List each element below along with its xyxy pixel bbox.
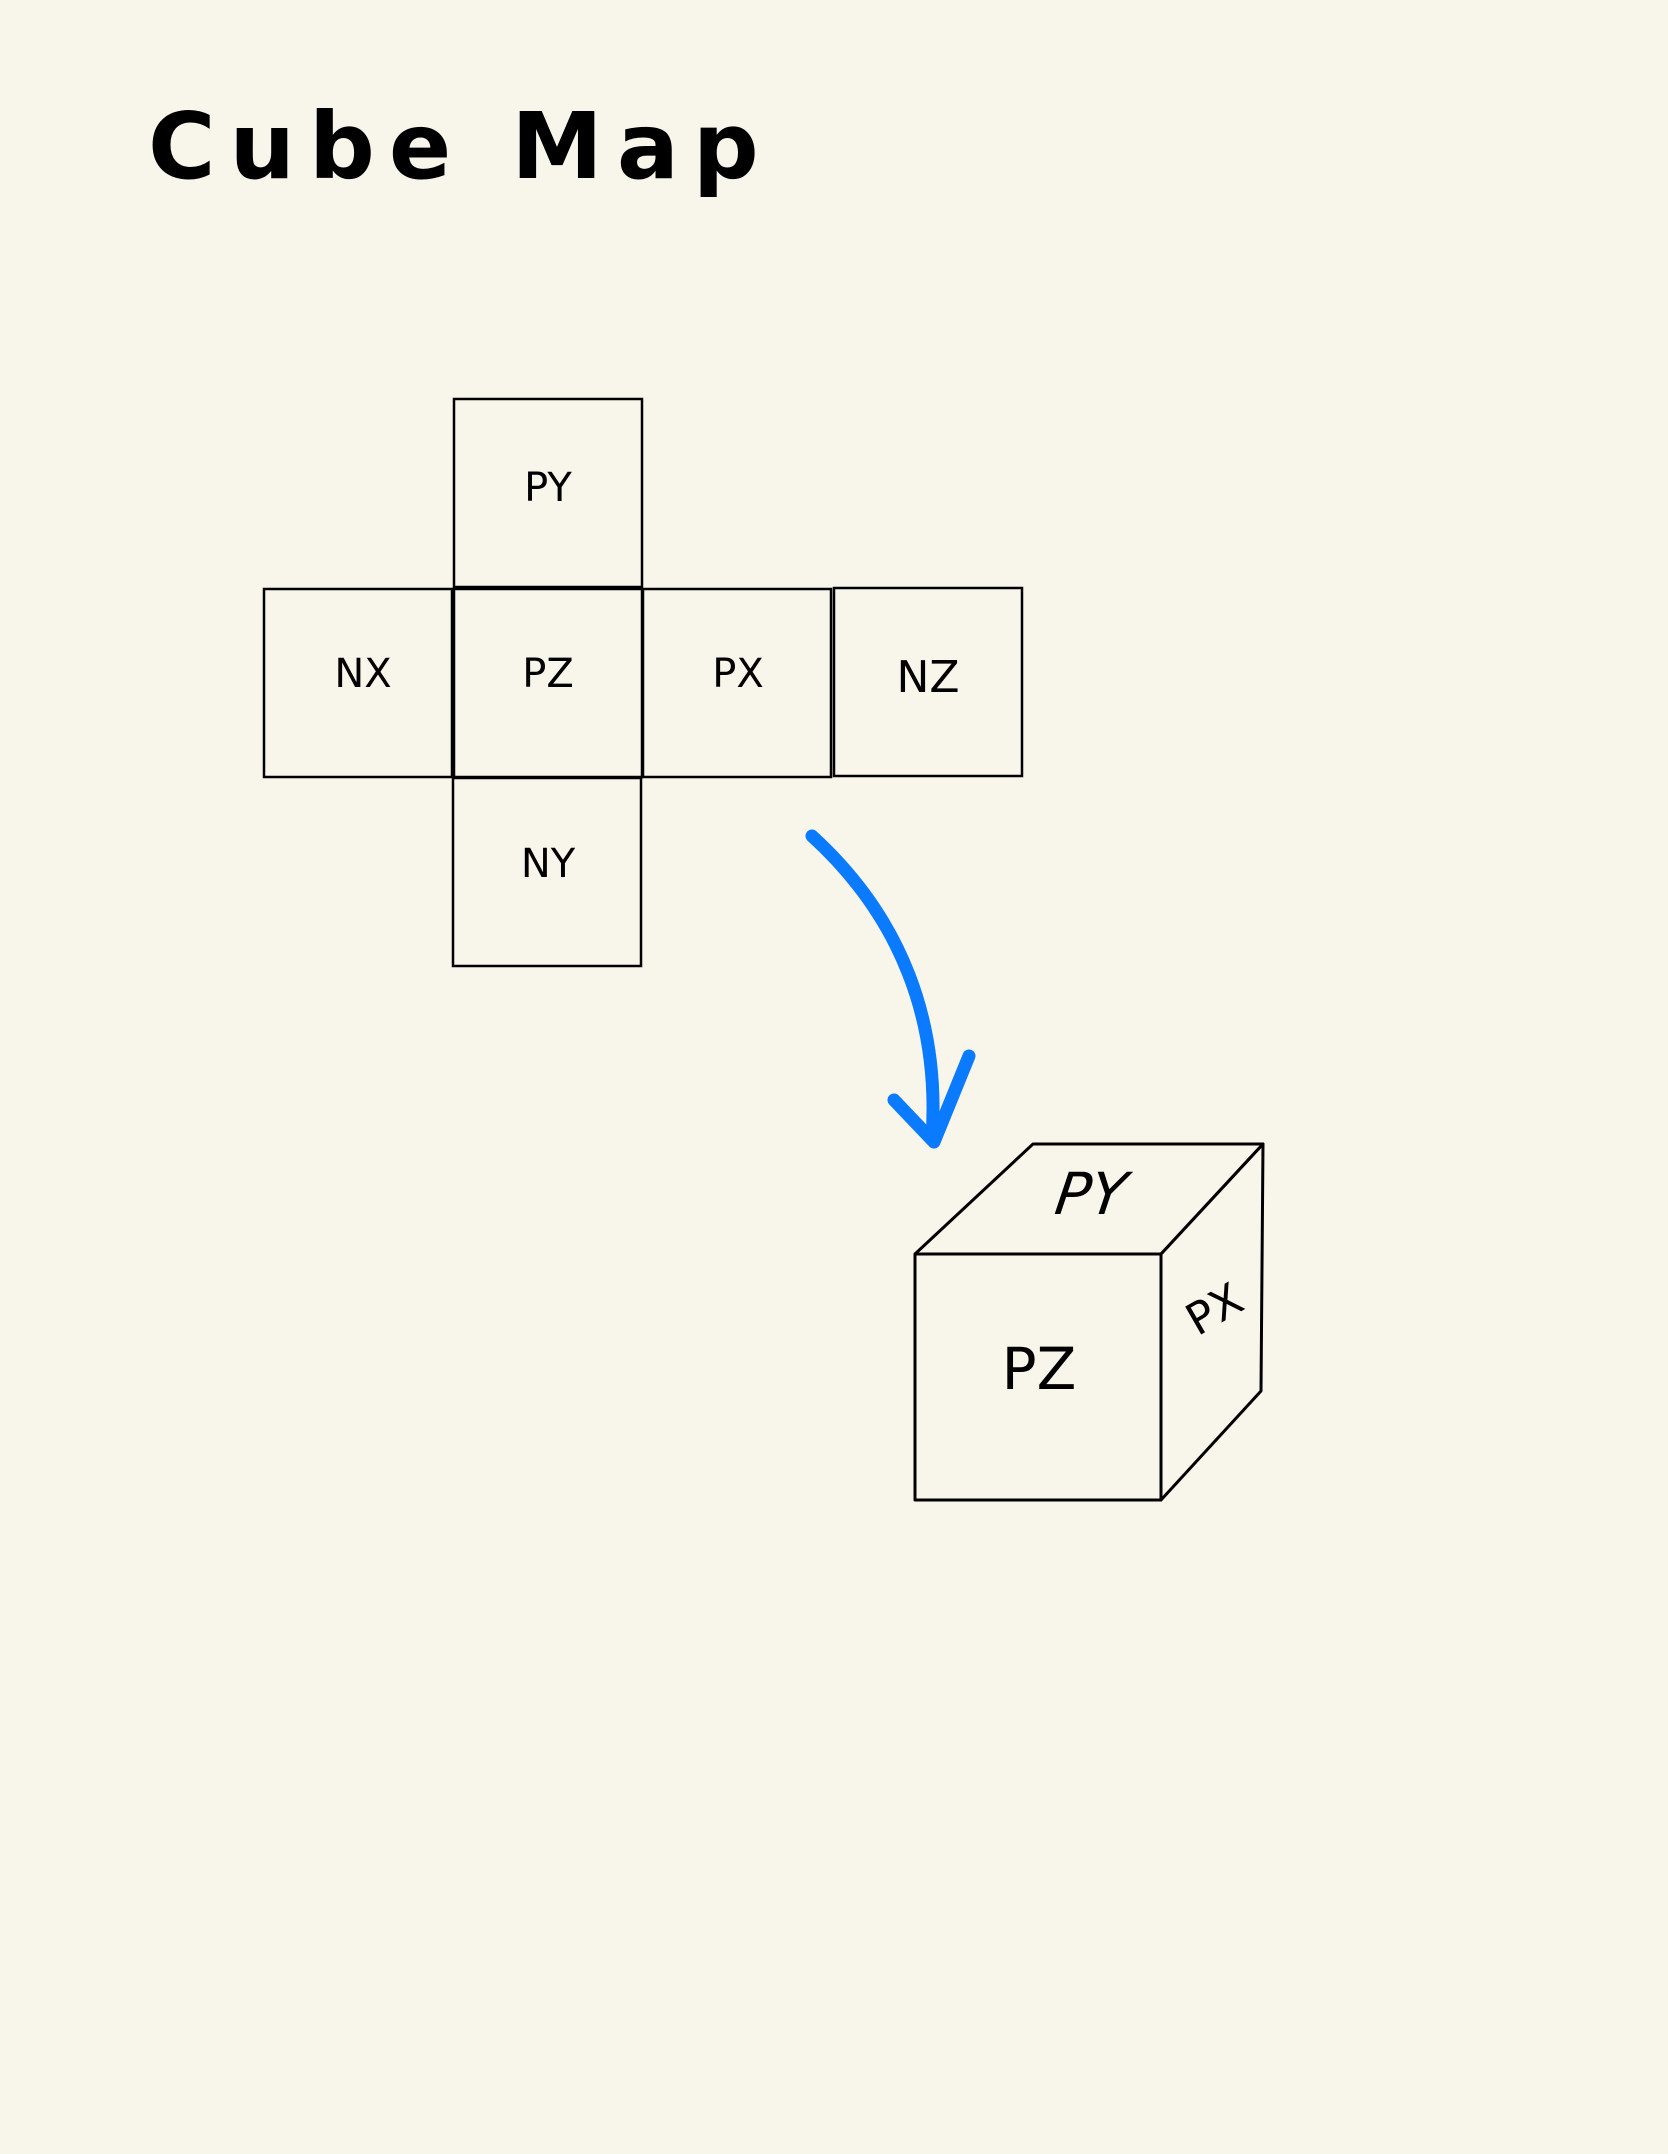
net-face-label: PX xyxy=(712,651,764,697)
net-face-label: PZ xyxy=(522,651,574,697)
cube-side-face xyxy=(1159,1142,1265,1502)
net-face-label: NZ xyxy=(896,652,959,703)
page-title: Cube Map xyxy=(148,93,773,200)
net-face-py: PY xyxy=(452,397,644,589)
net-face-label: NX xyxy=(334,651,391,697)
curved-arrow-down-icon xyxy=(805,829,976,1149)
net-face-px: PX xyxy=(641,587,833,779)
net-face-ny: NY xyxy=(451,776,643,968)
net-face-label: NY xyxy=(521,841,576,887)
cube-front-label: PZ xyxy=(1002,1335,1077,1403)
cube-net: PY NX PZ PX NZ NY xyxy=(262,397,1024,968)
cube-top-label: PY xyxy=(1051,1160,1135,1228)
net-face-nx: NX xyxy=(262,587,454,779)
net-face-nz: NZ xyxy=(832,586,1024,778)
net-face-label: PY xyxy=(524,465,572,511)
